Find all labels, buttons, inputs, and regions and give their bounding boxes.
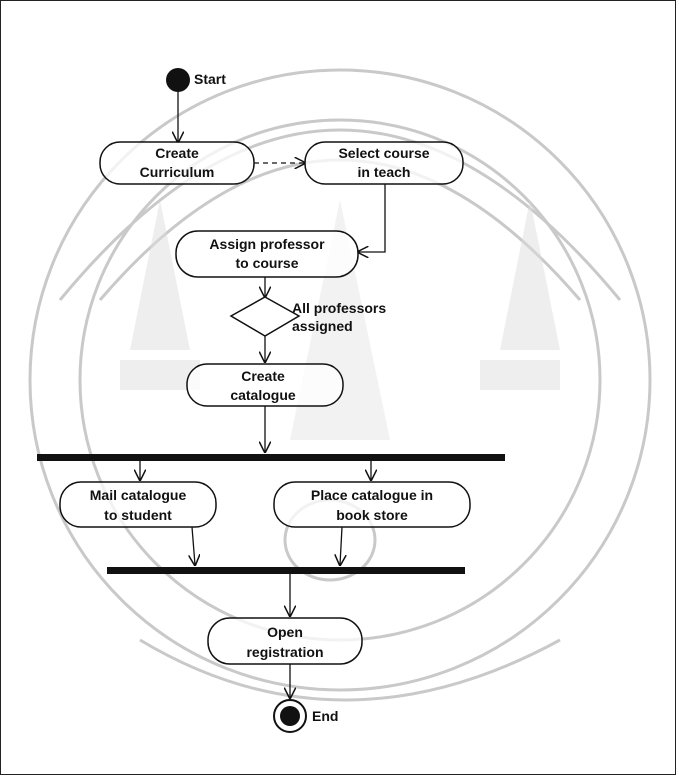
create-curriculum-line2: Curriculum [140, 164, 215, 180]
open-registration-line1: Open [267, 624, 303, 640]
place-catalogue-line1: Place catalogue in [311, 487, 433, 503]
activity-place-catalogue [273, 481, 471, 528]
start-label: Start [194, 71, 226, 87]
decision-diamond [229, 296, 301, 337]
fork-bar [37, 454, 505, 461]
select-course-line1: Select course [338, 145, 429, 161]
select-course-line2: in teach [358, 164, 411, 180]
activity-create-catalogue [186, 363, 344, 407]
flow-place-to-join [340, 526, 342, 565]
decision-label-line1: All professors [292, 300, 386, 316]
create-catalogue-line2: catalogue [230, 387, 296, 403]
mail-catalogue-line1: Mail catalogue [90, 487, 187, 503]
assign-professor-line2: to course [235, 255, 298, 271]
assign-professor-line1: Assign professor [209, 236, 325, 252]
end-label: End [312, 708, 338, 724]
decision-label-line2: assigned [292, 318, 353, 334]
join-bar [107, 567, 465, 574]
activity-assign-professor [175, 230, 359, 278]
start-node [166, 68, 190, 92]
activity-open-registration [207, 617, 363, 665]
place-catalogue-line2: book store [336, 507, 408, 523]
create-curriculum-line1: Create [155, 145, 199, 161]
mail-catalogue-line2: to student [104, 507, 172, 523]
flow-select-to-assign [358, 184, 386, 252]
create-catalogue-line1: Create [241, 368, 285, 384]
activity-create-curriculum [99, 141, 255, 185]
end-node [273, 699, 307, 733]
activity-mail-catalogue [59, 481, 217, 528]
flow-mail-to-join [192, 526, 195, 565]
open-registration-line2: registration [246, 644, 323, 660]
activity-select-course [304, 141, 464, 185]
